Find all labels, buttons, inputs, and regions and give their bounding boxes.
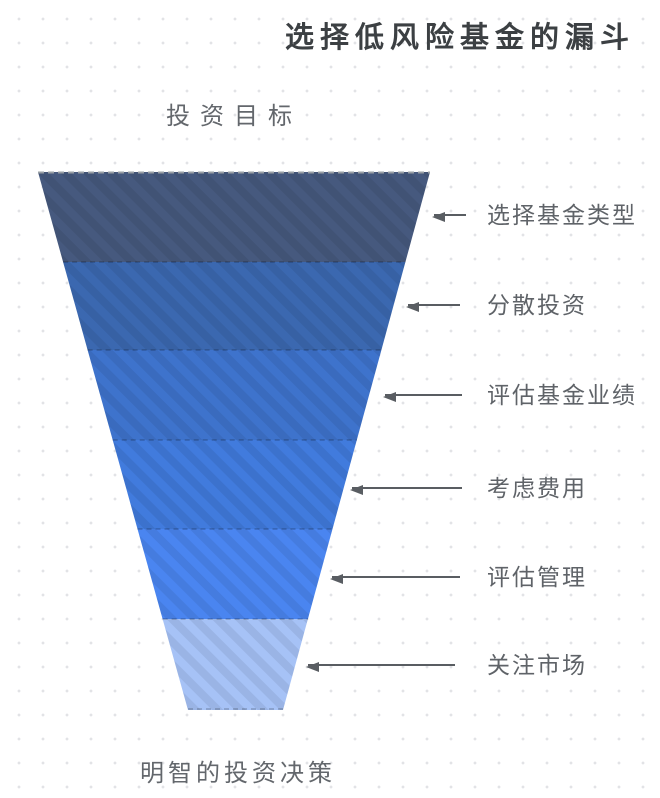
arrowhead-icon xyxy=(330,574,343,584)
funnel-segment-3-hatch xyxy=(87,350,382,440)
funnel-step-label-3: 评估基金业绩 xyxy=(487,382,637,408)
arrowhead-icon xyxy=(432,212,445,222)
left-arrow-step-5 xyxy=(330,574,460,584)
funnel-top-label: 投资目标 xyxy=(166,103,302,130)
arrowhead-icon xyxy=(383,392,396,402)
left-arrow-step-3 xyxy=(383,392,462,402)
funnel-step-label-1: 选择基金类型 xyxy=(487,202,637,228)
arrowhead-icon xyxy=(350,485,363,495)
funnel-segment-6-hatch xyxy=(162,619,308,710)
funnel-step-label-4: 考虑费用 xyxy=(487,475,587,501)
funnel-segment-1-hatch xyxy=(38,172,430,262)
funnel-segment-5-hatch xyxy=(137,529,333,619)
funnel-segment-4-hatch xyxy=(112,440,357,529)
arrowhead-icon xyxy=(406,302,419,312)
arrowhead-icon xyxy=(306,662,319,672)
funnel-step-label-6: 关注市场 xyxy=(487,652,587,678)
left-arrow-step-6 xyxy=(306,662,455,672)
page-title: 选择低风险基金的漏斗 xyxy=(285,22,636,54)
funnel-segment-2-hatch xyxy=(63,262,406,350)
funnel-bottom-label: 明智的投资决策 xyxy=(140,760,336,787)
funnel-step-label-2: 分散投资 xyxy=(487,292,587,318)
left-arrow-step-4 xyxy=(350,485,462,495)
funnel-step-label-5: 评估管理 xyxy=(487,564,587,590)
left-arrow-step-1 xyxy=(432,212,466,222)
left-arrow-step-2 xyxy=(406,302,460,312)
